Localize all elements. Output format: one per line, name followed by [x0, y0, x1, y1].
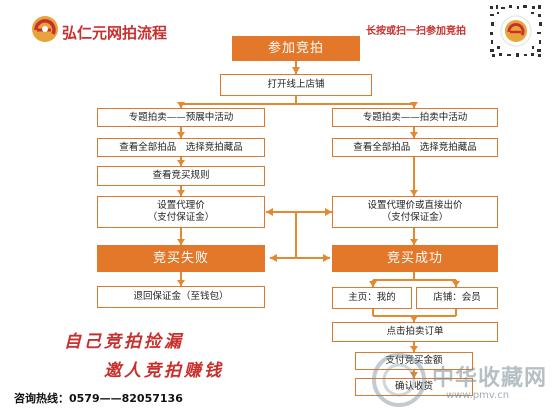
- watermark-url: www.pmv.cn: [446, 390, 510, 401]
- right-proxy-line1: 设置代理价或直接出价: [367, 200, 463, 211]
- left-view-items-step: 查看全部拍品 选择竞拍藏品: [97, 138, 265, 157]
- scan-prompt: 长按或扫一扫参加竞拍: [366, 26, 466, 37]
- slogan-line1: 自己竞拍捡漏: [64, 332, 184, 352]
- left-special-auction-step: 专题拍卖——预展中活动: [97, 108, 265, 127]
- shop-member-step: 店铺：会员: [416, 287, 498, 309]
- qr-code-icon[interactable]: [487, 2, 545, 60]
- watermark-name: 中华收藏网: [432, 365, 548, 391]
- view-rules-step: 查看竞买规则: [97, 166, 265, 186]
- confirm-receipt-step: 确认收货: [355, 378, 473, 396]
- hotline: 咨询热线：0579——82057136: [14, 392, 183, 405]
- brand-title: 弘仁元网拍流程: [62, 24, 168, 42]
- bid-fail-node: 竞买失败: [97, 245, 265, 272]
- left-proxy-bid-step: 设置代理价 （支付保证金）: [97, 196, 265, 228]
- homepage-mine-step: 主页：我的: [332, 287, 412, 309]
- left-proxy-line2: （支付保证金）: [147, 212, 215, 223]
- click-orders-step: 点击拍卖订单: [332, 322, 498, 342]
- right-proxy-line2: （支付保证金）: [381, 212, 449, 223]
- left-proxy-line1: 设置代理价: [157, 200, 205, 211]
- slogan-line2: 邀人竞拍赚钱: [104, 361, 224, 381]
- right-special-auction-step: 专题拍卖——拍卖中活动: [332, 108, 498, 127]
- start-node: 参加竞拍: [232, 36, 360, 61]
- pay-amount-step: 支付竞买金额: [355, 352, 473, 370]
- watermark-seal-icon: [372, 353, 426, 407]
- refund-step: 退回保证金（至钱包）: [97, 286, 265, 308]
- right-proxy-bid-step: 设置代理价或直接出价 （支付保证金）: [332, 196, 498, 228]
- brand-logo-icon: [32, 16, 58, 42]
- right-view-items-step: 查看全部拍品 选择竞拍藏品: [332, 138, 498, 157]
- open-shop-step: 打开线上店铺: [220, 74, 372, 96]
- bid-success-node: 竞买成功: [332, 245, 498, 272]
